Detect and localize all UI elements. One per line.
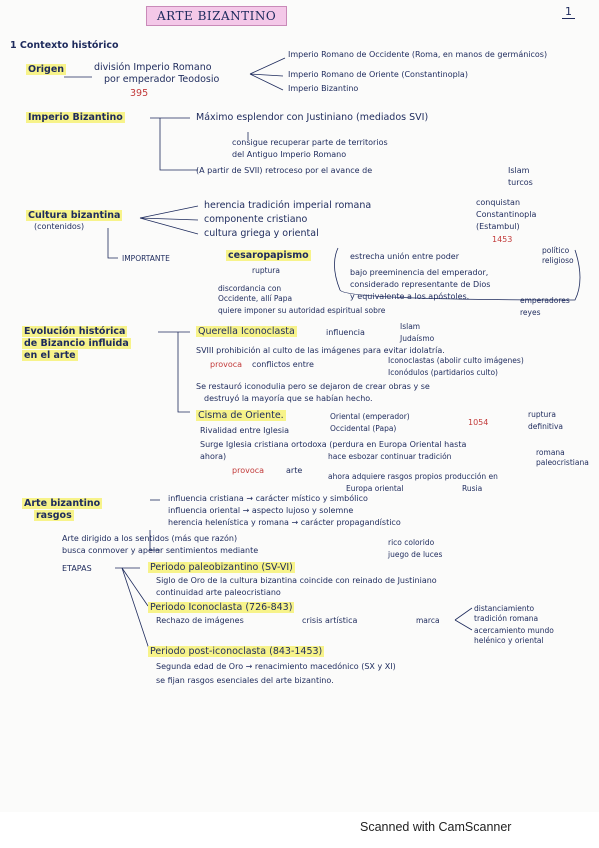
origen-branch1: Imperio Romano de Occidente (Roma, en ma… [288, 50, 548, 59]
cisma-title: Cisma de Oriente. [196, 410, 286, 422]
cultura-item2: componente cristiano [204, 214, 308, 225]
rasgo-2: influencia oriental → aspecto lujoso y s… [168, 506, 354, 515]
constantinopla-label: Constantinopla [476, 210, 537, 219]
bajo-line1: bajo preeminencia del emperador, [350, 268, 489, 277]
discordancia-line2: Occidente, allí Papa [218, 294, 293, 303]
rasgo-3: herencia helenística y romana → carácter… [168, 518, 401, 527]
importante-label: IMPORTANTE [122, 254, 170, 263]
cultura-sub: (contenidos) [34, 222, 85, 231]
politico-label: político [542, 246, 570, 255]
origen-branch2: Imperio Romano de Oriente (Constantinopl… [288, 70, 468, 79]
cultura-item3: cultura griega y oriental [204, 228, 319, 239]
rasgo-1: influencia cristiana → carácter místico … [168, 494, 368, 503]
imperio-line2: consigue recuperar parte de territorios [232, 138, 388, 147]
nueva-line: hace esbozar continuar tradición [328, 452, 452, 461]
evolucion-label2: de Bizancio influida [22, 338, 131, 350]
ahora-line1: ahora adquiere rasgos propios producción… [328, 472, 498, 481]
religioso-label: religioso [542, 256, 574, 265]
definitiva-label: definitiva [528, 422, 563, 431]
section-heading: 1 Contexto histórico [10, 40, 119, 51]
post-line2: se fijan rasgos esenciales del arte biza… [156, 676, 334, 685]
judaismo-influence: Judaísmo [400, 334, 435, 343]
distanciamiento-2: tradición romana [474, 614, 539, 623]
paleo-line2: continuidad arte paleocristiano [156, 588, 281, 597]
imperio-line3: del Antiguo Imperio Romano [232, 150, 347, 159]
turcos-label: turcos [508, 178, 533, 187]
reyes-label: reyes [520, 308, 541, 317]
imperio-label: Imperio Bizantino [26, 112, 125, 124]
marca-label: marca [416, 616, 440, 625]
arte-conmover: busca conmover y apelar sentimientos med… [62, 546, 259, 555]
estambul-label: (Estambul) [476, 222, 520, 231]
surge-line1: Surge Iglesia cristiana ortodoxa (perdur… [200, 440, 467, 449]
conflictos-label: conflictos entre [252, 360, 314, 369]
restauro-line1: Se restauró iconodulia pero se dejaron d… [196, 382, 430, 391]
camscanner-watermark: Scanned with CamScanner [360, 820, 512, 834]
juego-luces: juego de luces [388, 550, 443, 559]
islam-label: Islam [508, 166, 530, 175]
cultura-item1: herencia tradición imperial romana [204, 200, 372, 211]
influencia-label: influencia [326, 328, 365, 337]
emperadores-label: emperadores [520, 296, 570, 305]
origen-branch3: Imperio Bizantino [288, 84, 359, 93]
iconodulos-label: Iconódulos (partidarios culto) [388, 368, 498, 377]
bajo-line2: considerado representante de Dios [350, 280, 491, 289]
etapas-label: ETAPAS [62, 564, 92, 573]
conquistan-label: conquistan [476, 198, 521, 207]
ahora-line2: Europa oriental [346, 484, 404, 493]
ruptura-label: ruptura [252, 266, 280, 275]
romana-label: romana [536, 448, 565, 457]
iconoclastas-label: Iconoclastas (abolir culto imágenes) [388, 356, 524, 365]
provoca-label: provoca [210, 360, 243, 369]
paleo-line1: Siglo de Oro de la cultura bizantina coi… [156, 576, 437, 585]
page-number: 1 [562, 6, 575, 19]
sviii-line: SVIII prohibición al culto de las imágen… [196, 346, 445, 355]
rasgos-label1: Arte bizantino [22, 498, 103, 510]
surge-line2: ahora) [200, 452, 227, 461]
paleocristiana-label: paleocristiana [536, 458, 589, 467]
evolucion-label1: Evolución histórica [22, 326, 128, 338]
rusia-label: Rusia [462, 484, 483, 493]
periodo-post-iconoclasta: Periodo post-iconoclasta (843-1453) [148, 646, 325, 658]
bajo-line3: y equivalente a los apóstoles. [350, 292, 470, 301]
restauro-line2: destruyó la mayoría que se habían hecho. [204, 394, 373, 403]
origen-line1: división Imperio Romano [94, 62, 212, 73]
connector-lines [64, 57, 581, 653]
occidental-church: Occidental (Papa) [330, 424, 397, 433]
rivalidad-line: Rivalidad entre Iglesia [200, 426, 290, 435]
arte-label: arte [286, 466, 303, 475]
cesaropapismo-label: cesaropapismo [226, 250, 311, 262]
imperio-line4: (A partir de SVII) retroceso por el avan… [196, 166, 373, 175]
iconoclasta-line1: Rechazo de imágenes [156, 616, 244, 625]
estrecha-line: estrecha unión entre poder [350, 252, 460, 261]
periodo-iconoclasta: Periodo Iconoclasta (726-843) [148, 602, 295, 614]
notebook-page [0, 0, 599, 812]
post-line1: Segunda edad de Oro → renacimiento maced… [156, 662, 396, 671]
cisma-year: 1054 [468, 418, 489, 427]
provoca-arte: provoca [232, 466, 265, 475]
page-title: ARTE BIZANTINO [146, 6, 288, 26]
conquest-year: 1453 [492, 235, 513, 244]
islam-influence: Islam [400, 322, 421, 331]
origen-year: 395 [130, 88, 149, 99]
rico-colorido: rico colorido [388, 538, 435, 547]
acercamiento-2: helénico y oriental [474, 636, 544, 645]
cultura-label: Cultura bizantina [26, 210, 123, 222]
origen-label: Origen [26, 64, 67, 76]
periodo-paleobizantino: Periodo paleobizantino (SV-VI) [148, 562, 295, 574]
arte-sentidos: Arte dirigido a los sentidos (más que ra… [62, 534, 238, 543]
discordancia-line3: quiere imponer su autoridad espiritual s… [218, 306, 386, 315]
querella-title: Querella Iconoclasta [196, 326, 297, 338]
distanciamiento-1: distanciamiento [474, 604, 535, 613]
rasgos-label2: rasgos [34, 510, 74, 522]
iconoclasta-crisis: crisis artística [302, 616, 358, 625]
imperio-line1: Máximo esplendor con Justiniano (mediado… [196, 112, 429, 123]
oriental-church: Oriental (emperador) [330, 412, 410, 421]
evolucion-label3: en el arte [22, 350, 78, 362]
discordancia-line1: discordancia con [218, 284, 282, 293]
origen-line2: por emperador Teodosio [104, 74, 220, 85]
ruptura-cisma: ruptura [528, 410, 556, 419]
acercamiento-1: acercamiento mundo [474, 626, 554, 635]
